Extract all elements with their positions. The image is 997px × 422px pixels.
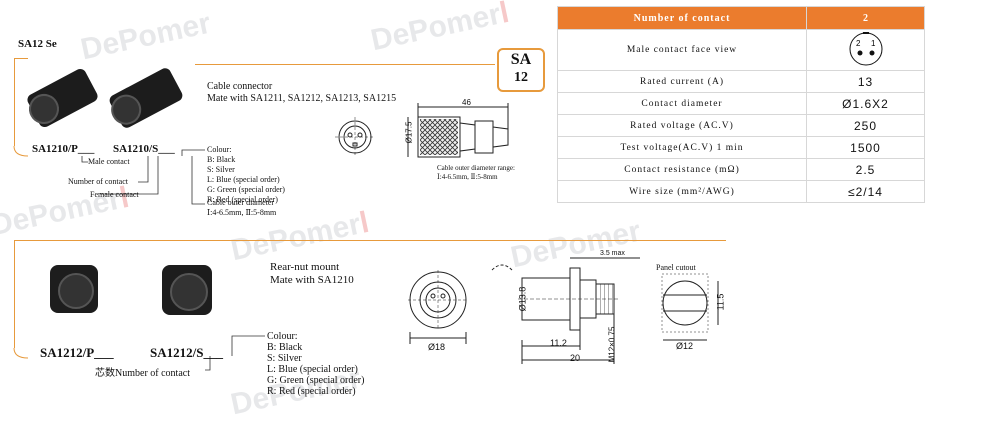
colour-list: Colour: B: Black S: Silver L: Blue (spec…: [207, 145, 285, 204]
badge-top: SA: [510, 51, 532, 68]
type-label: Cable connector: [207, 81, 273, 92]
range-values: Ⅰ:4-6.5mm, Ⅱ:5-8mm: [437, 173, 498, 181]
table-row: Rated current (A)13: [557, 70, 925, 93]
divider: [195, 64, 495, 65]
table-header-row: Number of contact 2: [557, 6, 925, 30]
panel-height: 11.5: [715, 293, 726, 311]
table-row: Male contact face view 2 1: [557, 29, 925, 71]
type-label: Rear-nut mount: [270, 261, 340, 273]
dim-20: 20: [570, 353, 581, 363]
part-number-male: SA1210/P___: [32, 143, 95, 155]
pin-label: 1: [871, 39, 876, 48]
panel-cutout-title: Panel cutout: [656, 263, 696, 272]
section-title: SA12 Se: [18, 38, 57, 50]
cable-connector-drawing: [335, 103, 509, 158]
divider: [14, 240, 15, 348]
table-row: Rated voltage (AC.V)250: [557, 114, 925, 137]
leader-lines: [13, 145, 205, 205]
dim-thread: M12×0.75: [607, 326, 617, 363]
dim-face: Ø18: [428, 342, 446, 352]
face-view: 2 1: [806, 29, 925, 71]
male-face-view-icon: 2 1: [849, 31, 882, 65]
mate-label: Mate with SA1210: [270, 274, 354, 286]
table-row: Wire size (mm²/AWG)≤2/14: [557, 180, 925, 203]
divider: [14, 58, 28, 59]
divider: [14, 58, 15, 146]
spec-table: Number of contact 2 Male contact face vi…: [557, 6, 925, 203]
part-number-male: SA1212/P___: [40, 345, 114, 360]
number-contact-label: 芯数Number of contact: [95, 368, 190, 379]
mate-label: Mate with SA1211, SA1212, SA1213, SA1215: [207, 93, 397, 104]
cable-od-title: Cable outer diameter: [207, 198, 275, 207]
male-contact-label: Male contact: [88, 157, 130, 166]
dim-diameter: Ø13.8: [517, 286, 528, 312]
panel-connector-drawing: [408, 257, 719, 364]
cable-od-values: Ⅰ:4-6.5mm, Ⅱ:5-8mm: [207, 208, 277, 217]
female-panel-connector-image: [162, 265, 212, 315]
dim-3-5: 3.5 max: [600, 250, 625, 257]
series-badge: SA 12: [497, 48, 545, 92]
dim-11-2: 11.2: [550, 338, 567, 348]
part-number-female: SA1212/S___: [150, 345, 223, 360]
colour-list: Colour: B: Black S: Silver L: Blue (spec…: [267, 331, 365, 397]
number-contact-label: Number of contact: [68, 177, 128, 186]
divider: [14, 240, 726, 241]
header-value: 2: [806, 6, 925, 30]
male-panel-connector-image: [50, 265, 98, 313]
part-number-female: SA1210/S___: [113, 143, 175, 155]
dim-length: 46: [462, 98, 471, 107]
pin-label: 2: [856, 39, 861, 48]
panel-width: Ø12: [676, 341, 694, 351]
header-label: Number of contact: [557, 6, 807, 30]
female-contact-label: Female contact: [90, 190, 139, 199]
badge-bottom: 12: [514, 70, 528, 85]
leader-lines: [13, 335, 265, 371]
dim-diameter: Ø17.5: [404, 121, 414, 144]
table-row: Contact resistance (mΩ)2.5: [557, 158, 925, 181]
range-title: Cable outer diameter range:: [437, 164, 515, 172]
